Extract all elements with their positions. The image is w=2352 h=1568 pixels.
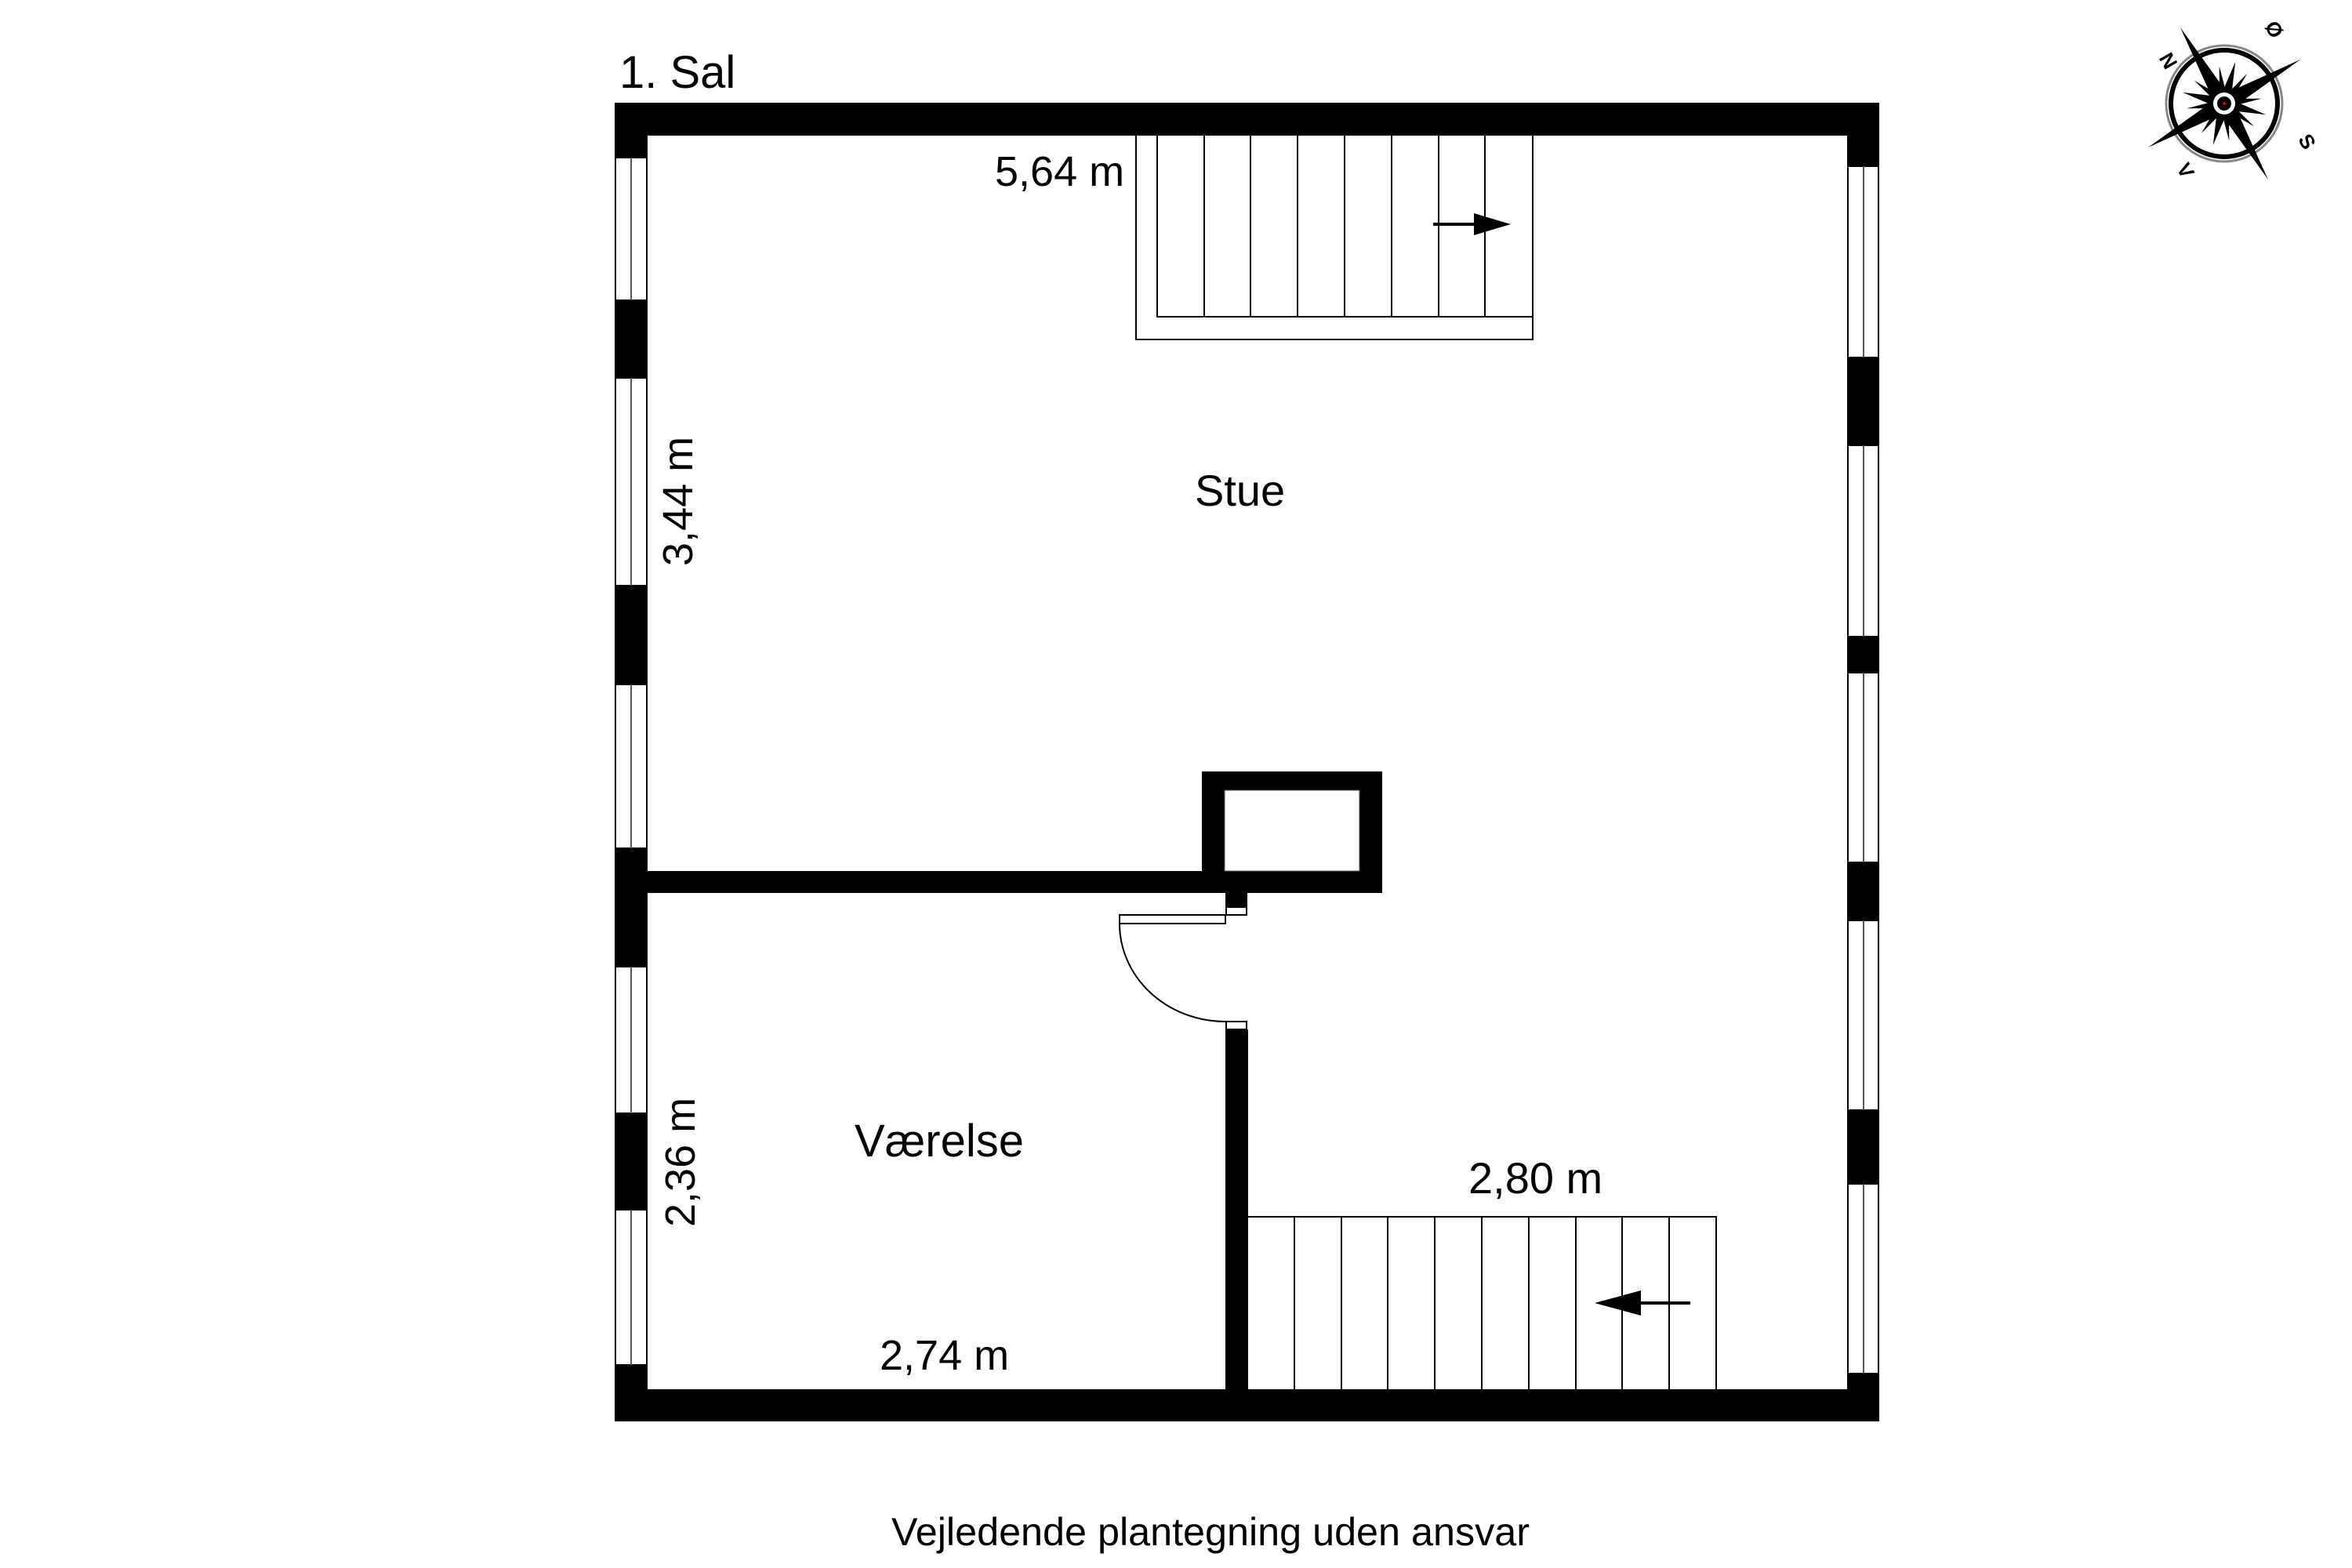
- staircase-lower: [1248, 1216, 1717, 1389]
- windows-right: [1847, 165, 1879, 1374]
- compass-label-west: V: [2172, 158, 2199, 183]
- dimension-vaerelse-depth: 2,36 m: [657, 1098, 704, 1227]
- room-label-vaerelse: Værelse: [855, 1116, 1024, 1167]
- room-label-stue: Stue: [1195, 466, 1285, 515]
- compass-rose-icon: [2148, 27, 2300, 180]
- windows-left: [615, 157, 648, 1366]
- plan-disclaimer: Vejledende plantegning uden ansvar: [891, 1510, 1530, 1554]
- interior-walls: [648, 771, 1382, 1389]
- dimension-stue-width: 5,64 m: [995, 148, 1124, 195]
- compass-label-east: Ø: [2260, 16, 2288, 42]
- dimension-stair-width: 2,80 m: [1468, 1153, 1602, 1203]
- arrow-left-icon: [1595, 1290, 1690, 1316]
- floor-title: 1. Sal: [619, 47, 735, 98]
- arrow-right-icon: [1433, 213, 1511, 235]
- door-vaerelse: [1119, 914, 1226, 1022]
- dimension-vaerelse-width: 2,74 m: [880, 1332, 1009, 1379]
- compass-label-south: S: [2293, 129, 2321, 153]
- outer-walls: [615, 103, 1879, 1421]
- dimension-stue-depth: 3,44 m: [655, 437, 702, 566]
- staircase-upper: [1135, 136, 1534, 340]
